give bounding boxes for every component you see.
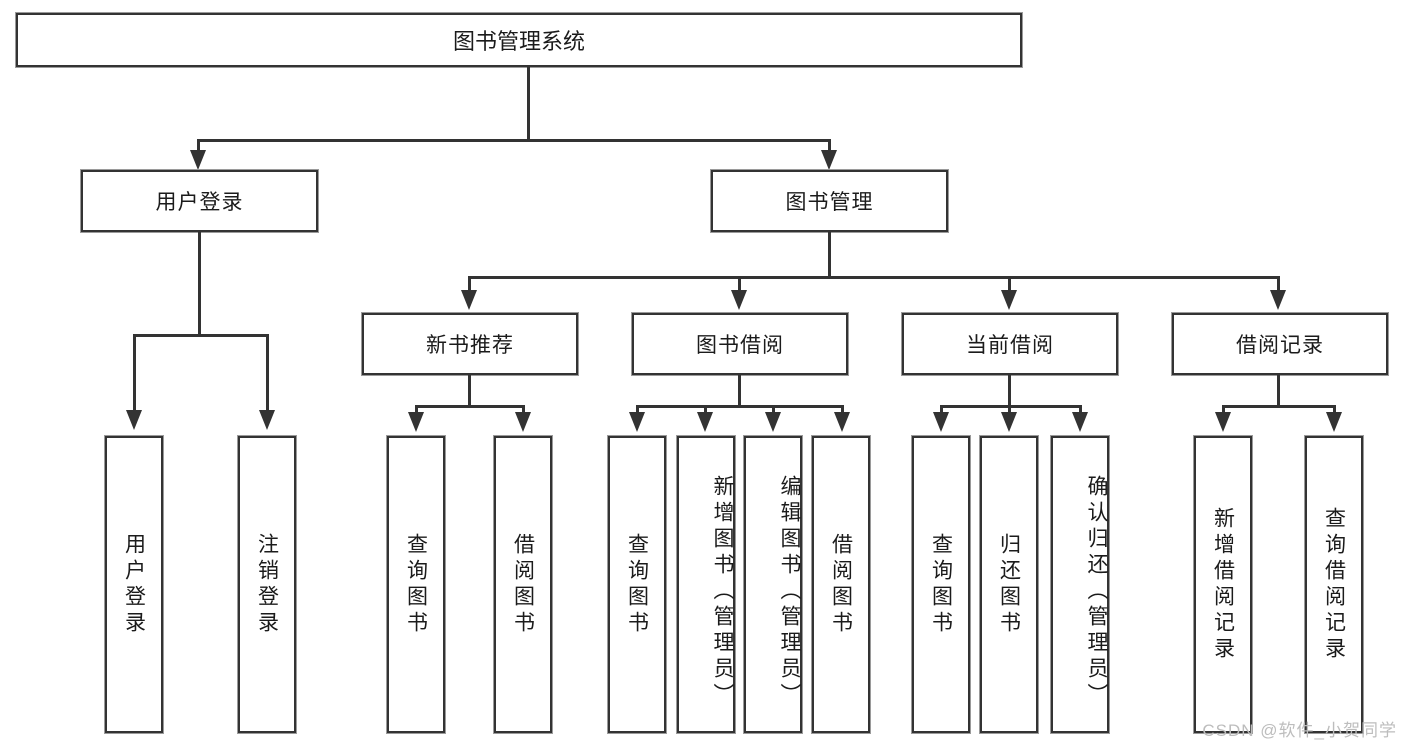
- connector-user-login-leaf2: [266, 334, 269, 414]
- connector-root-stem: [527, 67, 530, 140]
- arrowhead-book-management: [821, 150, 837, 170]
- node-user-login[interactable]: 用户登录: [81, 170, 318, 232]
- arrowhead-current-borrow-leaf2: [1001, 412, 1017, 432]
- leaf-borrow-book[interactable]: 借阅图书: [812, 436, 870, 733]
- arrowhead-current-borrow-leaf3: [1072, 412, 1088, 432]
- connector-current-borrow-leaf1: [940, 405, 943, 415]
- arrowhead-book-borrow-leaf3: [765, 412, 781, 432]
- arrowhead-new-book-leaf2: [515, 412, 531, 432]
- connector-borrow-record-stem: [1277, 375, 1280, 407]
- connector-borrow-record-leaf1: [1222, 405, 1225, 415]
- leaf-logout[interactable]: 注销登录: [238, 436, 296, 733]
- csdn-watermark: CSDN @软件_小贺同学: [1202, 721, 1397, 740]
- arrowhead-user-login-leaf1: [126, 410, 142, 430]
- arrowhead-borrow-record-leaf2: [1326, 412, 1342, 432]
- connector-bm-to-book-borrow: [738, 276, 741, 294]
- arrowhead-borrow-record-leaf1: [1215, 412, 1231, 432]
- leaf-confirm-return-admin[interactable]: 确认归还（管理员）: [1051, 436, 1109, 733]
- connector-borrow-record-leaf2: [1333, 405, 1336, 415]
- connector-bm-to-current-borrow: [1008, 276, 1011, 294]
- connector-book-borrow-leaf1: [636, 405, 639, 415]
- connector-user-login-leaf1: [133, 334, 136, 414]
- connector-root-to-book-management: [828, 139, 831, 155]
- arrowhead-user-login-leaf2: [259, 410, 275, 430]
- node-book-management[interactable]: 图书管理: [711, 170, 948, 232]
- connector-current-borrow-bus: [940, 405, 1082, 408]
- arrowhead-current-borrow-leaf1: [933, 412, 949, 432]
- connector-book-borrow-leaf2: [704, 405, 707, 415]
- arrowhead-new-book-recommend: [461, 290, 477, 310]
- connector-current-borrow-stem: [1008, 375, 1011, 407]
- node-book-management-system[interactable]: 图书管理系统: [16, 13, 1022, 67]
- node-new-book-recommend[interactable]: 新书推荐: [362, 313, 578, 375]
- arrowhead-new-book-leaf1: [408, 412, 424, 432]
- arrowhead-borrow-record: [1270, 290, 1286, 310]
- connector-book-management-bus: [468, 276, 1280, 279]
- connector-book-borrow-leaf3: [772, 405, 775, 415]
- connector-current-borrow-leaf2: [1008, 405, 1011, 415]
- arrowhead-book-borrow-leaf2: [697, 412, 713, 432]
- connector-user-login-stem: [198, 232, 201, 336]
- connector-new-book-stem: [468, 375, 471, 407]
- connector-user-login-bus: [133, 334, 269, 337]
- node-book-borrow[interactable]: 图书借阅: [632, 313, 848, 375]
- leaf-borrow-book-recommend[interactable]: 借阅图书: [494, 436, 552, 733]
- arrowhead-current-borrow: [1001, 290, 1017, 310]
- connector-bm-to-new-book: [468, 276, 471, 294]
- node-borrow-record[interactable]: 借阅记录: [1172, 313, 1388, 375]
- connector-root-bus: [197, 139, 831, 142]
- arrowhead-book-borrow-leaf4: [834, 412, 850, 432]
- leaf-return-book[interactable]: 归还图书: [980, 436, 1038, 733]
- connector-bm-to-borrow-record: [1277, 276, 1280, 294]
- arrowhead-book-borrow-leaf1: [629, 412, 645, 432]
- leaf-add-book-admin[interactable]: 新增图书（管理员）: [677, 436, 735, 733]
- connector-book-borrow-leaf4: [841, 405, 844, 415]
- connector-current-borrow-leaf3: [1079, 405, 1082, 415]
- leaf-user-login[interactable]: 用户登录: [105, 436, 163, 733]
- arrowhead-user-login: [190, 150, 206, 170]
- leaf-query-book-borrow[interactable]: 查询图书: [608, 436, 666, 733]
- node-current-borrow[interactable]: 当前借阅: [902, 313, 1118, 375]
- leaf-edit-book-admin[interactable]: 编辑图书（管理员）: [744, 436, 802, 733]
- leaf-query-book-recommend[interactable]: 查询图书: [387, 436, 445, 733]
- connector-new-book-leaf1: [415, 405, 418, 415]
- connector-book-borrow-bus: [636, 405, 844, 408]
- connector-new-book-bus: [415, 405, 525, 408]
- connector-new-book-leaf2: [522, 405, 525, 415]
- connector-borrow-record-bus: [1222, 405, 1336, 408]
- leaf-query-book-current[interactable]: 查询图书: [912, 436, 970, 733]
- leaf-query-borrow-record[interactable]: 查询借阅记录: [1305, 436, 1363, 733]
- connector-book-borrow-stem: [738, 375, 741, 407]
- connector-book-management-stem: [828, 232, 831, 278]
- arrowhead-book-borrow: [731, 290, 747, 310]
- connector-root-to-user-login: [197, 139, 200, 155]
- leaf-add-borrow-record[interactable]: 新增借阅记录: [1194, 436, 1252, 733]
